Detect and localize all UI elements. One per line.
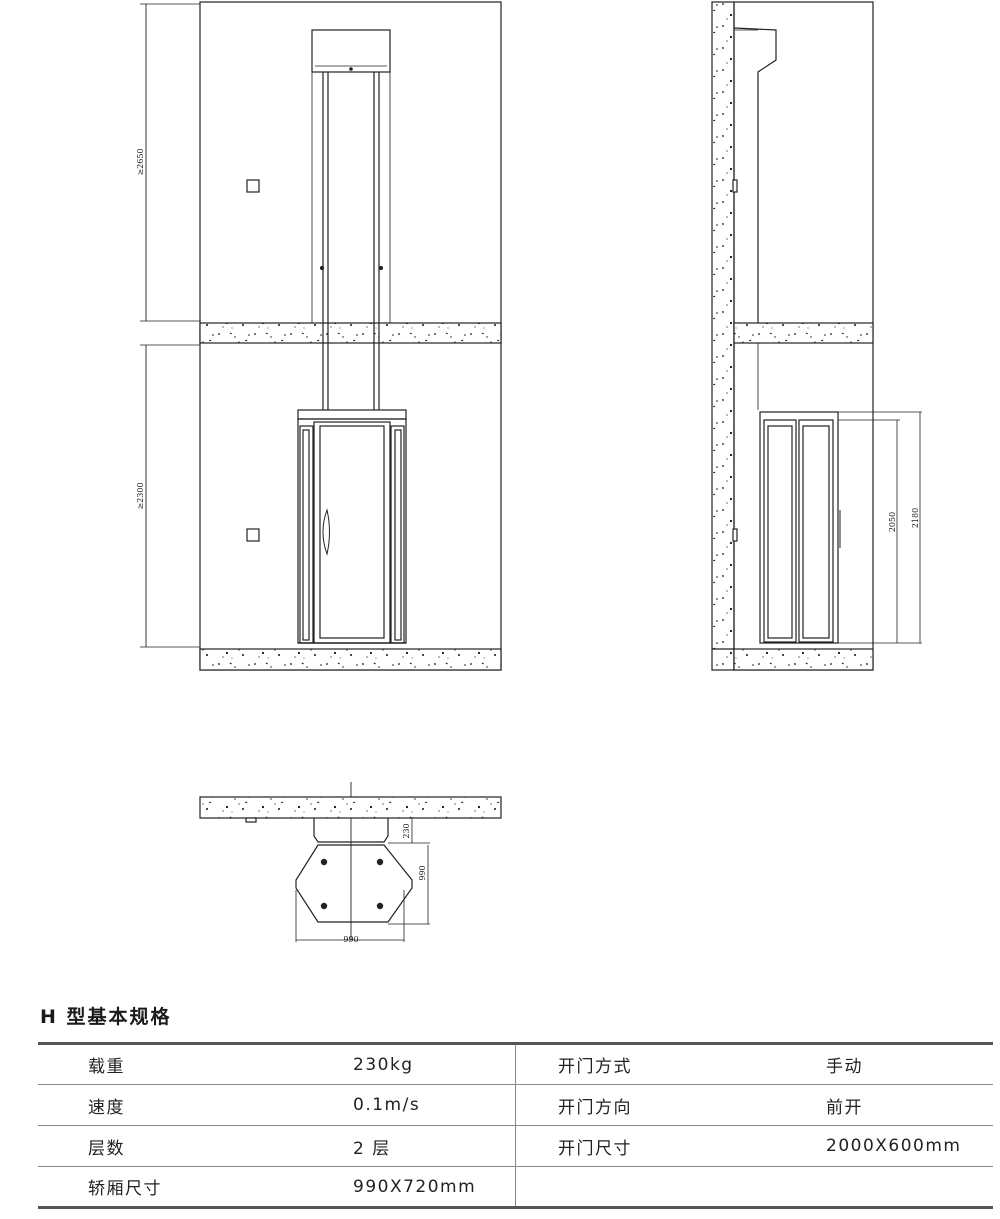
dim-upper-floor: ≥2650	[136, 148, 145, 175]
side-wall-hatched	[711, 1, 735, 671]
elevator-car-canopy	[297, 409, 407, 420]
spec-label: 速度	[88, 1084, 353, 1126]
spec-label: 开门方式	[558, 1042, 826, 1085]
spec-title: H 型基本规格	[40, 1006, 172, 1028]
spec-label	[558, 1166, 826, 1209]
car-door	[319, 425, 385, 639]
table-row: 轿厢尺寸 990X720mm	[38, 1166, 993, 1209]
dim-total-height: 2180	[911, 508, 920, 528]
spec-value: 2000X600mm	[826, 1125, 993, 1167]
call-button-upper	[246, 179, 260, 193]
spec-value: 手动	[826, 1042, 993, 1085]
dim-plan-top: 230	[402, 823, 411, 838]
elevator-technical-drawing: ≥2650 ≥2300 2050 2180	[136, 1, 922, 944]
spec-table: 载重 230kg 开门方式 手动 速度 0.1m/s 开门方向 前开 层数 2 …	[38, 1042, 993, 1209]
car-side	[759, 411, 839, 644]
dim-lower-floor: ≥2300	[136, 482, 145, 509]
spec-label: 开门方向	[558, 1084, 826, 1126]
side-upper-slab	[733, 322, 874, 344]
call-button-lower	[246, 528, 260, 542]
dim-plan-car-depth: 990	[418, 865, 427, 880]
spec-label: 层数	[88, 1125, 353, 1167]
car-plan-outline	[295, 844, 413, 923]
side-view	[711, 1, 922, 671]
spec-value: 0.1m/s	[353, 1084, 516, 1126]
top-machine-unit	[311, 29, 391, 73]
plan-wall-slab	[199, 796, 502, 819]
front-view	[140, 1, 502, 940]
spec-value: 2 层	[353, 1125, 516, 1167]
dim-door-height: 2050	[888, 512, 897, 532]
spec-label: 载重	[88, 1042, 353, 1085]
spec-value	[826, 1166, 993, 1209]
spec-label: 开门尺寸	[558, 1125, 826, 1167]
door-handle	[322, 508, 330, 556]
table-row: 载重 230kg 开门方式 手动	[38, 1042, 993, 1085]
spec-value: 230kg	[353, 1042, 516, 1085]
spec-label: 轿厢尺寸	[88, 1166, 353, 1209]
side-ground-slab	[733, 648, 874, 671]
dim-plan-width: 990	[343, 935, 358, 944]
front-ground-slab	[199, 648, 502, 671]
spec-value: 前开	[826, 1084, 993, 1126]
plan-view	[199, 796, 502, 942]
front-upper-slab	[199, 322, 502, 344]
table-row: 速度 0.1m/s 开门方向 前开	[38, 1084, 993, 1126]
table-row: 层数 2 层 开门尺寸 2000X600mm	[38, 1125, 993, 1167]
spec-value: 990X720mm	[353, 1166, 516, 1209]
